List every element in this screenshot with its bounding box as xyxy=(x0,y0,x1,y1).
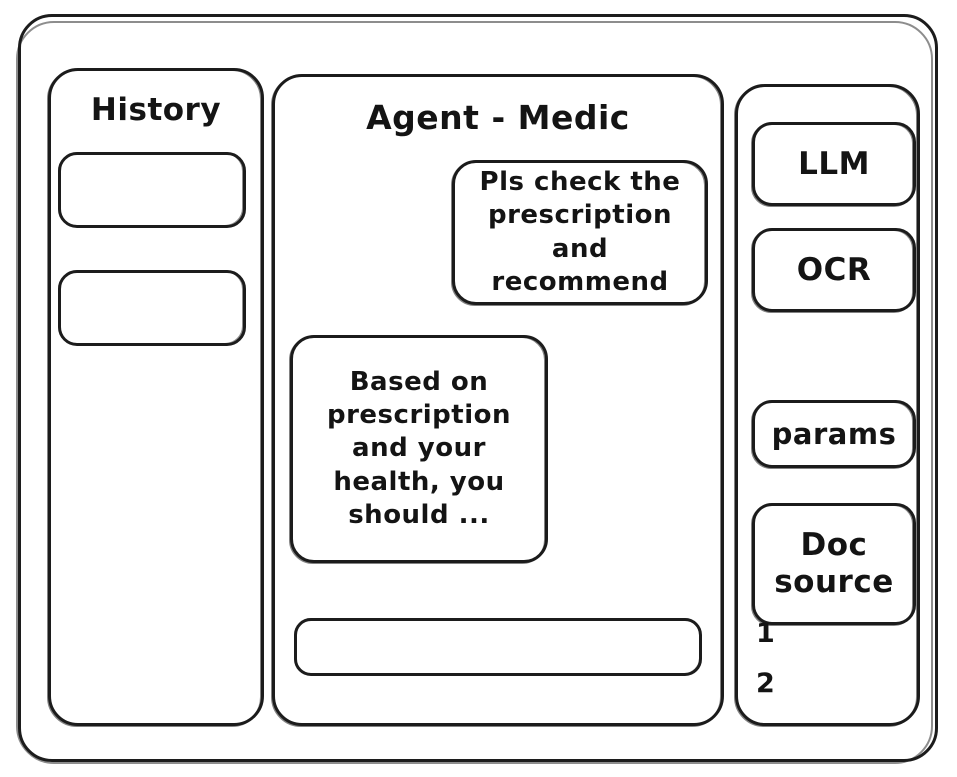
assistant-message-text: Based on prescription and your health, y… xyxy=(326,366,511,530)
tool-button-label: params xyxy=(771,416,897,451)
doc-source-ref-item[interactable]: 2 xyxy=(756,668,776,699)
doc-source-ref-item[interactable]: 1 xyxy=(756,618,776,649)
tool-button-params[interactable]: params xyxy=(751,400,916,469)
user-message-bubble: Pls check the prescription and recommend xyxy=(451,160,708,306)
tool-button-doc-source[interactable]: Doc source xyxy=(751,503,916,626)
tool-button-llm[interactable]: LLM xyxy=(751,122,916,207)
tool-button-label: Doc source xyxy=(774,527,894,600)
message-input[interactable] xyxy=(294,618,702,676)
history-list-item[interactable] xyxy=(58,152,246,228)
assistant-message-bubble: Based on prescription and your health, y… xyxy=(289,335,548,564)
history-list-item[interactable] xyxy=(58,270,246,346)
history-panel-title: History xyxy=(90,92,222,128)
tool-button-label: LLM xyxy=(798,145,870,182)
tool-button-label: OCR xyxy=(796,251,872,288)
tool-button-ocr[interactable]: OCR xyxy=(751,228,916,313)
user-message-text: Pls check the prescription and recommend xyxy=(479,166,681,297)
conversation-title: Agent - Medic xyxy=(366,98,630,137)
